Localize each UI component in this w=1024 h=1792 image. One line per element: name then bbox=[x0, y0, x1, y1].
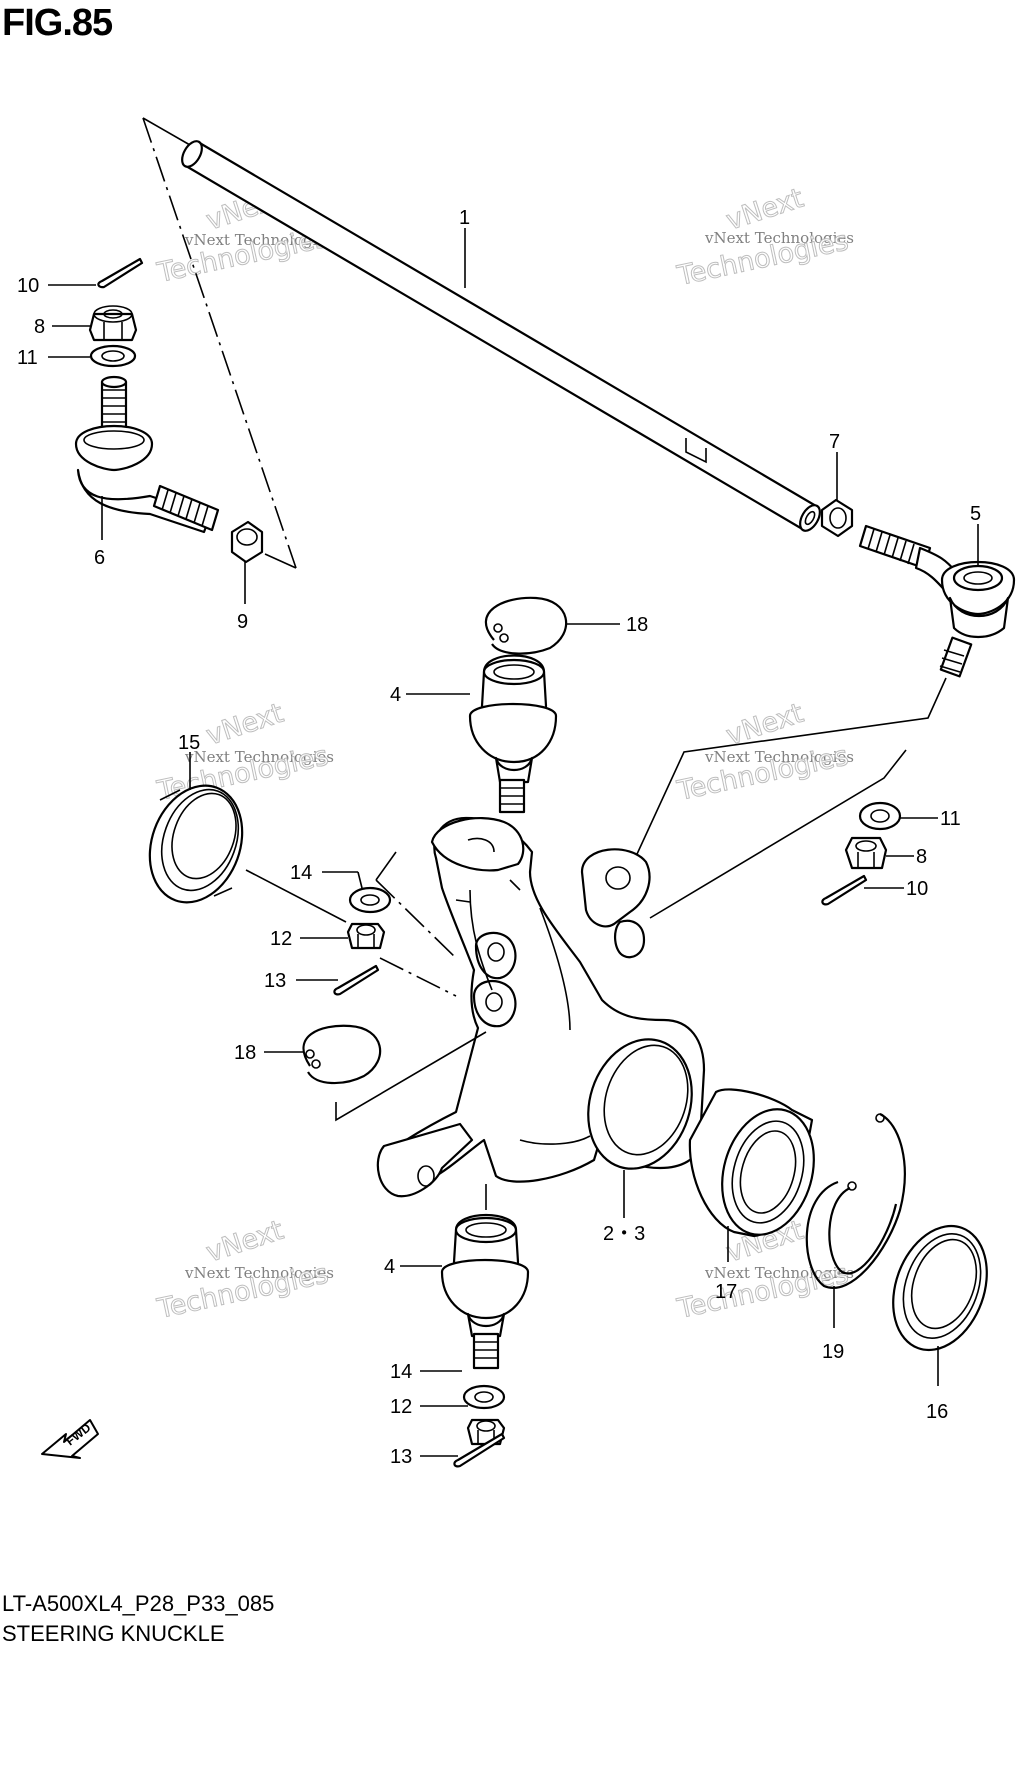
callout-18-top: 18 bbox=[626, 614, 648, 636]
castle-nut-right bbox=[844, 836, 888, 870]
callout-10-left: 10 bbox=[17, 275, 39, 297]
svg-text:vNext Technologies: vNext Technologies bbox=[704, 229, 854, 247]
cotter-pin-mid bbox=[333, 964, 380, 996]
callout-9: 9 bbox=[237, 611, 248, 633]
fwd-arrow-icon: FWD bbox=[41, 1419, 99, 1459]
tie-rod bbox=[181, 140, 821, 532]
watermark-mid-right: vNext vNext Technologies Technologies bbox=[674, 697, 854, 807]
washer-bottom bbox=[462, 1384, 506, 1410]
washer-right bbox=[858, 801, 902, 831]
callout-5: 5 bbox=[970, 503, 981, 525]
tie-rod-group-bracket bbox=[142, 117, 297, 569]
leader-circlip-lower bbox=[335, 1031, 487, 1122]
steering-knuckle bbox=[376, 816, 706, 1198]
callout-11-right: 11 bbox=[940, 808, 961, 830]
oil-seal-right bbox=[892, 1224, 988, 1352]
ball-joint-upper bbox=[468, 654, 558, 814]
knuckle-centerline-mid bbox=[379, 957, 457, 997]
callout-11-left: 11 bbox=[17, 347, 38, 369]
washer-mid bbox=[348, 886, 392, 914]
svg-text:vNext: vNext bbox=[723, 698, 808, 752]
callout-15: 15 bbox=[178, 732, 200, 754]
callout-4-top: 4 bbox=[390, 684, 401, 706]
callout-12-bottom: 12 bbox=[390, 1396, 412, 1418]
castle-nut-left bbox=[88, 305, 138, 342]
model-code: LT-A500XL4_P28_P33_085 bbox=[2, 1591, 275, 1616]
cotter-pin-bottom bbox=[453, 1432, 506, 1468]
svg-text:vNext Technologies: vNext Technologies bbox=[184, 1264, 334, 1282]
leader-tierod-to-knuckle bbox=[625, 677, 947, 879]
castle-nut-mid bbox=[346, 922, 386, 950]
cotter-pin-right bbox=[821, 874, 868, 906]
watermark-top-right: vNext vNext Technologies Technologies bbox=[674, 182, 854, 292]
callout-8-right: 8 bbox=[916, 846, 927, 868]
circlip-bearing bbox=[805, 1113, 906, 1289]
knuckle-centerline-upper-tick bbox=[375, 851, 397, 881]
knuckle-centerline-upper bbox=[375, 879, 457, 959]
callout-12-mid: 12 bbox=[270, 928, 292, 950]
callout-18-mid: 18 bbox=[234, 1042, 256, 1064]
callout-4-bottom: 4 bbox=[384, 1256, 395, 1278]
svg-text:vNext Technologies: vNext Technologies bbox=[704, 748, 854, 766]
callout-14-mid: 14 bbox=[290, 862, 312, 884]
svg-text:vNext: vNext bbox=[203, 698, 288, 752]
callout-8-left: 8 bbox=[34, 316, 45, 338]
tie-rod-lock-nut bbox=[820, 498, 854, 538]
section-title: STEERING KNUCKLE bbox=[2, 1621, 225, 1646]
figure-label: FIG.85 bbox=[2, 2, 113, 44]
watermark-bottom-left: vNext vNext Technologies Technologies bbox=[154, 1214, 334, 1325]
circlip-lower bbox=[302, 1024, 382, 1085]
callout-6: 6 bbox=[94, 547, 105, 569]
leader-right-washer bbox=[649, 749, 907, 919]
tie-rod-end-left bbox=[74, 375, 220, 534]
circlip-upper bbox=[484, 596, 568, 655]
callout-1: 1 bbox=[459, 207, 470, 229]
callout-19: 19 bbox=[822, 1341, 844, 1363]
svg-text:vNext Technologies: vNext Technologies bbox=[184, 748, 334, 766]
leader-seal-to-knuckle bbox=[245, 869, 347, 923]
wheel-bearing bbox=[688, 1088, 815, 1238]
tie-rod-end-right bbox=[858, 524, 1016, 678]
callout-16: 16 bbox=[926, 1401, 948, 1423]
callout-13-mid: 13 bbox=[264, 970, 286, 992]
callout-17: 17 bbox=[715, 1281, 737, 1303]
svg-text:vNext: vNext bbox=[203, 1215, 288, 1269]
ball-joint-lower bbox=[440, 1184, 530, 1370]
cotter-pin-left bbox=[97, 257, 144, 289]
callout-7: 7 bbox=[829, 431, 840, 453]
oil-seal-left bbox=[148, 784, 244, 904]
callout-14-bottom: 14 bbox=[390, 1361, 412, 1383]
svg-text:vNext Technologies: vNext Technologies bbox=[184, 231, 334, 249]
washer-left-top bbox=[89, 344, 137, 368]
callout-2-3: 2・3 bbox=[603, 1223, 645, 1245]
callout-10-right: 10 bbox=[906, 878, 928, 900]
tie-rod-nut-left bbox=[230, 520, 264, 564]
callout-13-bottom: 13 bbox=[390, 1446, 412, 1468]
